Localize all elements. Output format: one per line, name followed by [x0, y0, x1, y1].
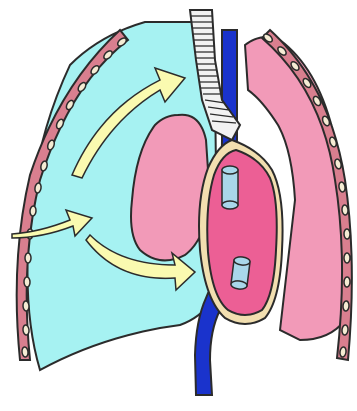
heart — [207, 150, 277, 315]
upper-valve-tube — [222, 166, 238, 209]
lower-valve-tube — [231, 256, 251, 290]
